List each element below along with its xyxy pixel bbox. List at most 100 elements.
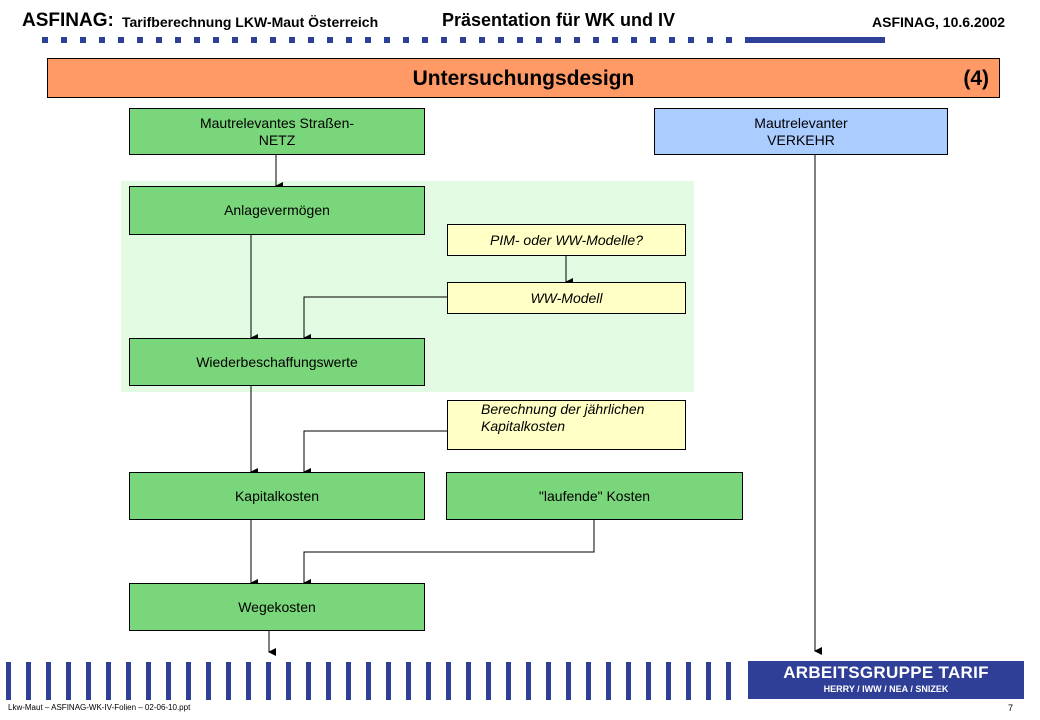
bottom-dash-line xyxy=(6,662,746,700)
dash-segment xyxy=(486,662,491,700)
dash-segment xyxy=(574,37,580,43)
dash-segment xyxy=(726,37,732,43)
dash-segment xyxy=(406,662,411,700)
arrow-laufende-wege xyxy=(303,520,595,587)
slide-title: Untersuchungsdesign xyxy=(412,67,635,90)
dash-segment xyxy=(586,662,591,700)
header-date: ASFINAG, 10.6.2002 xyxy=(872,14,1006,30)
dash-segment xyxy=(66,662,71,700)
netz-box: Mautrelevantes Straßen- NETZ xyxy=(129,108,425,155)
dash-segment xyxy=(106,662,111,700)
dash-segment xyxy=(175,37,181,43)
dash-segment xyxy=(99,37,105,43)
wieder-box: Wiederbeschaffungswerte xyxy=(129,338,425,386)
dash-segment xyxy=(326,662,331,700)
wege-box: Wegekosten xyxy=(129,583,425,631)
dash-segment xyxy=(517,37,523,43)
dash-segment xyxy=(46,662,51,700)
dash-segment xyxy=(213,37,219,43)
dash-segment xyxy=(266,662,271,700)
dash-segment xyxy=(306,662,311,700)
dash-segment xyxy=(612,37,618,43)
dash-segment xyxy=(426,662,431,700)
dash-segment xyxy=(206,662,211,700)
dash-segment xyxy=(126,662,131,700)
dash-segment xyxy=(156,37,162,43)
dash-segment xyxy=(669,37,675,43)
dash-segment xyxy=(646,662,651,700)
dash-segment xyxy=(6,662,11,700)
dash-segment xyxy=(666,662,671,700)
dash-segment xyxy=(186,662,191,700)
working-group-badge: ARBEITSGRUPPE TARIF HERRY / IWW / NEA / … xyxy=(748,661,1024,699)
dash-segment xyxy=(446,662,451,700)
arrow-ww-wieder xyxy=(303,296,447,342)
dash-segment xyxy=(146,662,151,700)
dash-segment xyxy=(650,37,656,43)
dash-segment xyxy=(118,37,124,43)
ww-box: WW-Modell xyxy=(447,282,686,314)
dash-segment xyxy=(26,662,31,700)
dash-segment xyxy=(526,662,531,700)
dash-segment xyxy=(460,37,466,43)
netz-line2: NETZ xyxy=(258,131,296,148)
dash-segment xyxy=(308,37,314,43)
dash-segment xyxy=(593,37,599,43)
dash-segment xyxy=(61,37,67,43)
top-dash-line xyxy=(42,36,1032,44)
dash-segment xyxy=(366,662,371,700)
dash-segment xyxy=(226,662,231,700)
slide-number-label: (4) xyxy=(963,67,989,90)
dash-segment xyxy=(707,37,713,43)
dash-segment xyxy=(606,662,611,700)
verkehr-box: Mautrelevanter VERKEHR xyxy=(654,108,948,155)
header-presentation: Präsentation für WK und IV xyxy=(442,10,676,30)
netz-line1: Mautrelevantes Straßen- xyxy=(199,114,355,131)
header-subtitle: Tarifberechnung LKW-Maut Österreich xyxy=(122,14,379,30)
dash-segment xyxy=(745,37,885,43)
dash-segment xyxy=(631,37,637,43)
working-group-title: ARBEITSGRUPPE TARIF xyxy=(783,663,989,682)
dash-segment xyxy=(232,37,238,43)
dash-segment xyxy=(86,662,91,700)
berechnung-box: Berechnung der jährlichen Kapitalkosten xyxy=(447,400,686,450)
dash-segment xyxy=(726,662,731,700)
dash-segment xyxy=(246,662,251,700)
dash-segment xyxy=(80,37,86,43)
berechnung-line1: Berechnung der jährlichen xyxy=(481,401,645,417)
dash-segment xyxy=(42,37,48,43)
dash-segment xyxy=(289,37,295,43)
anlage-box: Anlagevermögen xyxy=(129,186,425,235)
dash-segment xyxy=(166,662,171,700)
dash-segment xyxy=(706,662,711,700)
dash-segment xyxy=(386,662,391,700)
dash-segment xyxy=(479,37,485,43)
dash-segment xyxy=(441,37,447,43)
dash-segment xyxy=(498,37,504,43)
verkehr-line2: VERKEHR xyxy=(767,131,835,148)
dash-segment xyxy=(403,37,409,43)
dash-segment xyxy=(686,662,691,700)
dash-segment xyxy=(536,37,542,43)
dash-segment xyxy=(626,662,631,700)
dash-segment xyxy=(555,37,561,43)
berechnung-line2: Kapitalkosten xyxy=(481,418,566,434)
dash-segment xyxy=(365,37,371,43)
arrow-berechnung-kapital xyxy=(303,430,447,476)
dash-segment xyxy=(422,37,428,43)
dash-segment xyxy=(270,37,276,43)
header-brand: ASFINAG: xyxy=(22,10,114,31)
dash-segment xyxy=(466,662,471,700)
verkehr-line1: Mautrelevanter xyxy=(754,114,848,131)
dash-segment xyxy=(688,37,694,43)
title-bar: Untersuchungsdesign (4) xyxy=(47,58,1000,98)
laufende-box: "laufende" Kosten xyxy=(446,472,743,520)
dash-segment xyxy=(194,37,200,43)
dash-segment xyxy=(546,662,551,700)
dash-segment xyxy=(137,37,143,43)
footer-page-number: 7 xyxy=(1008,703,1014,713)
kapital-box: Kapitalkosten xyxy=(129,472,425,520)
dash-segment xyxy=(384,37,390,43)
dash-segment xyxy=(346,37,352,43)
